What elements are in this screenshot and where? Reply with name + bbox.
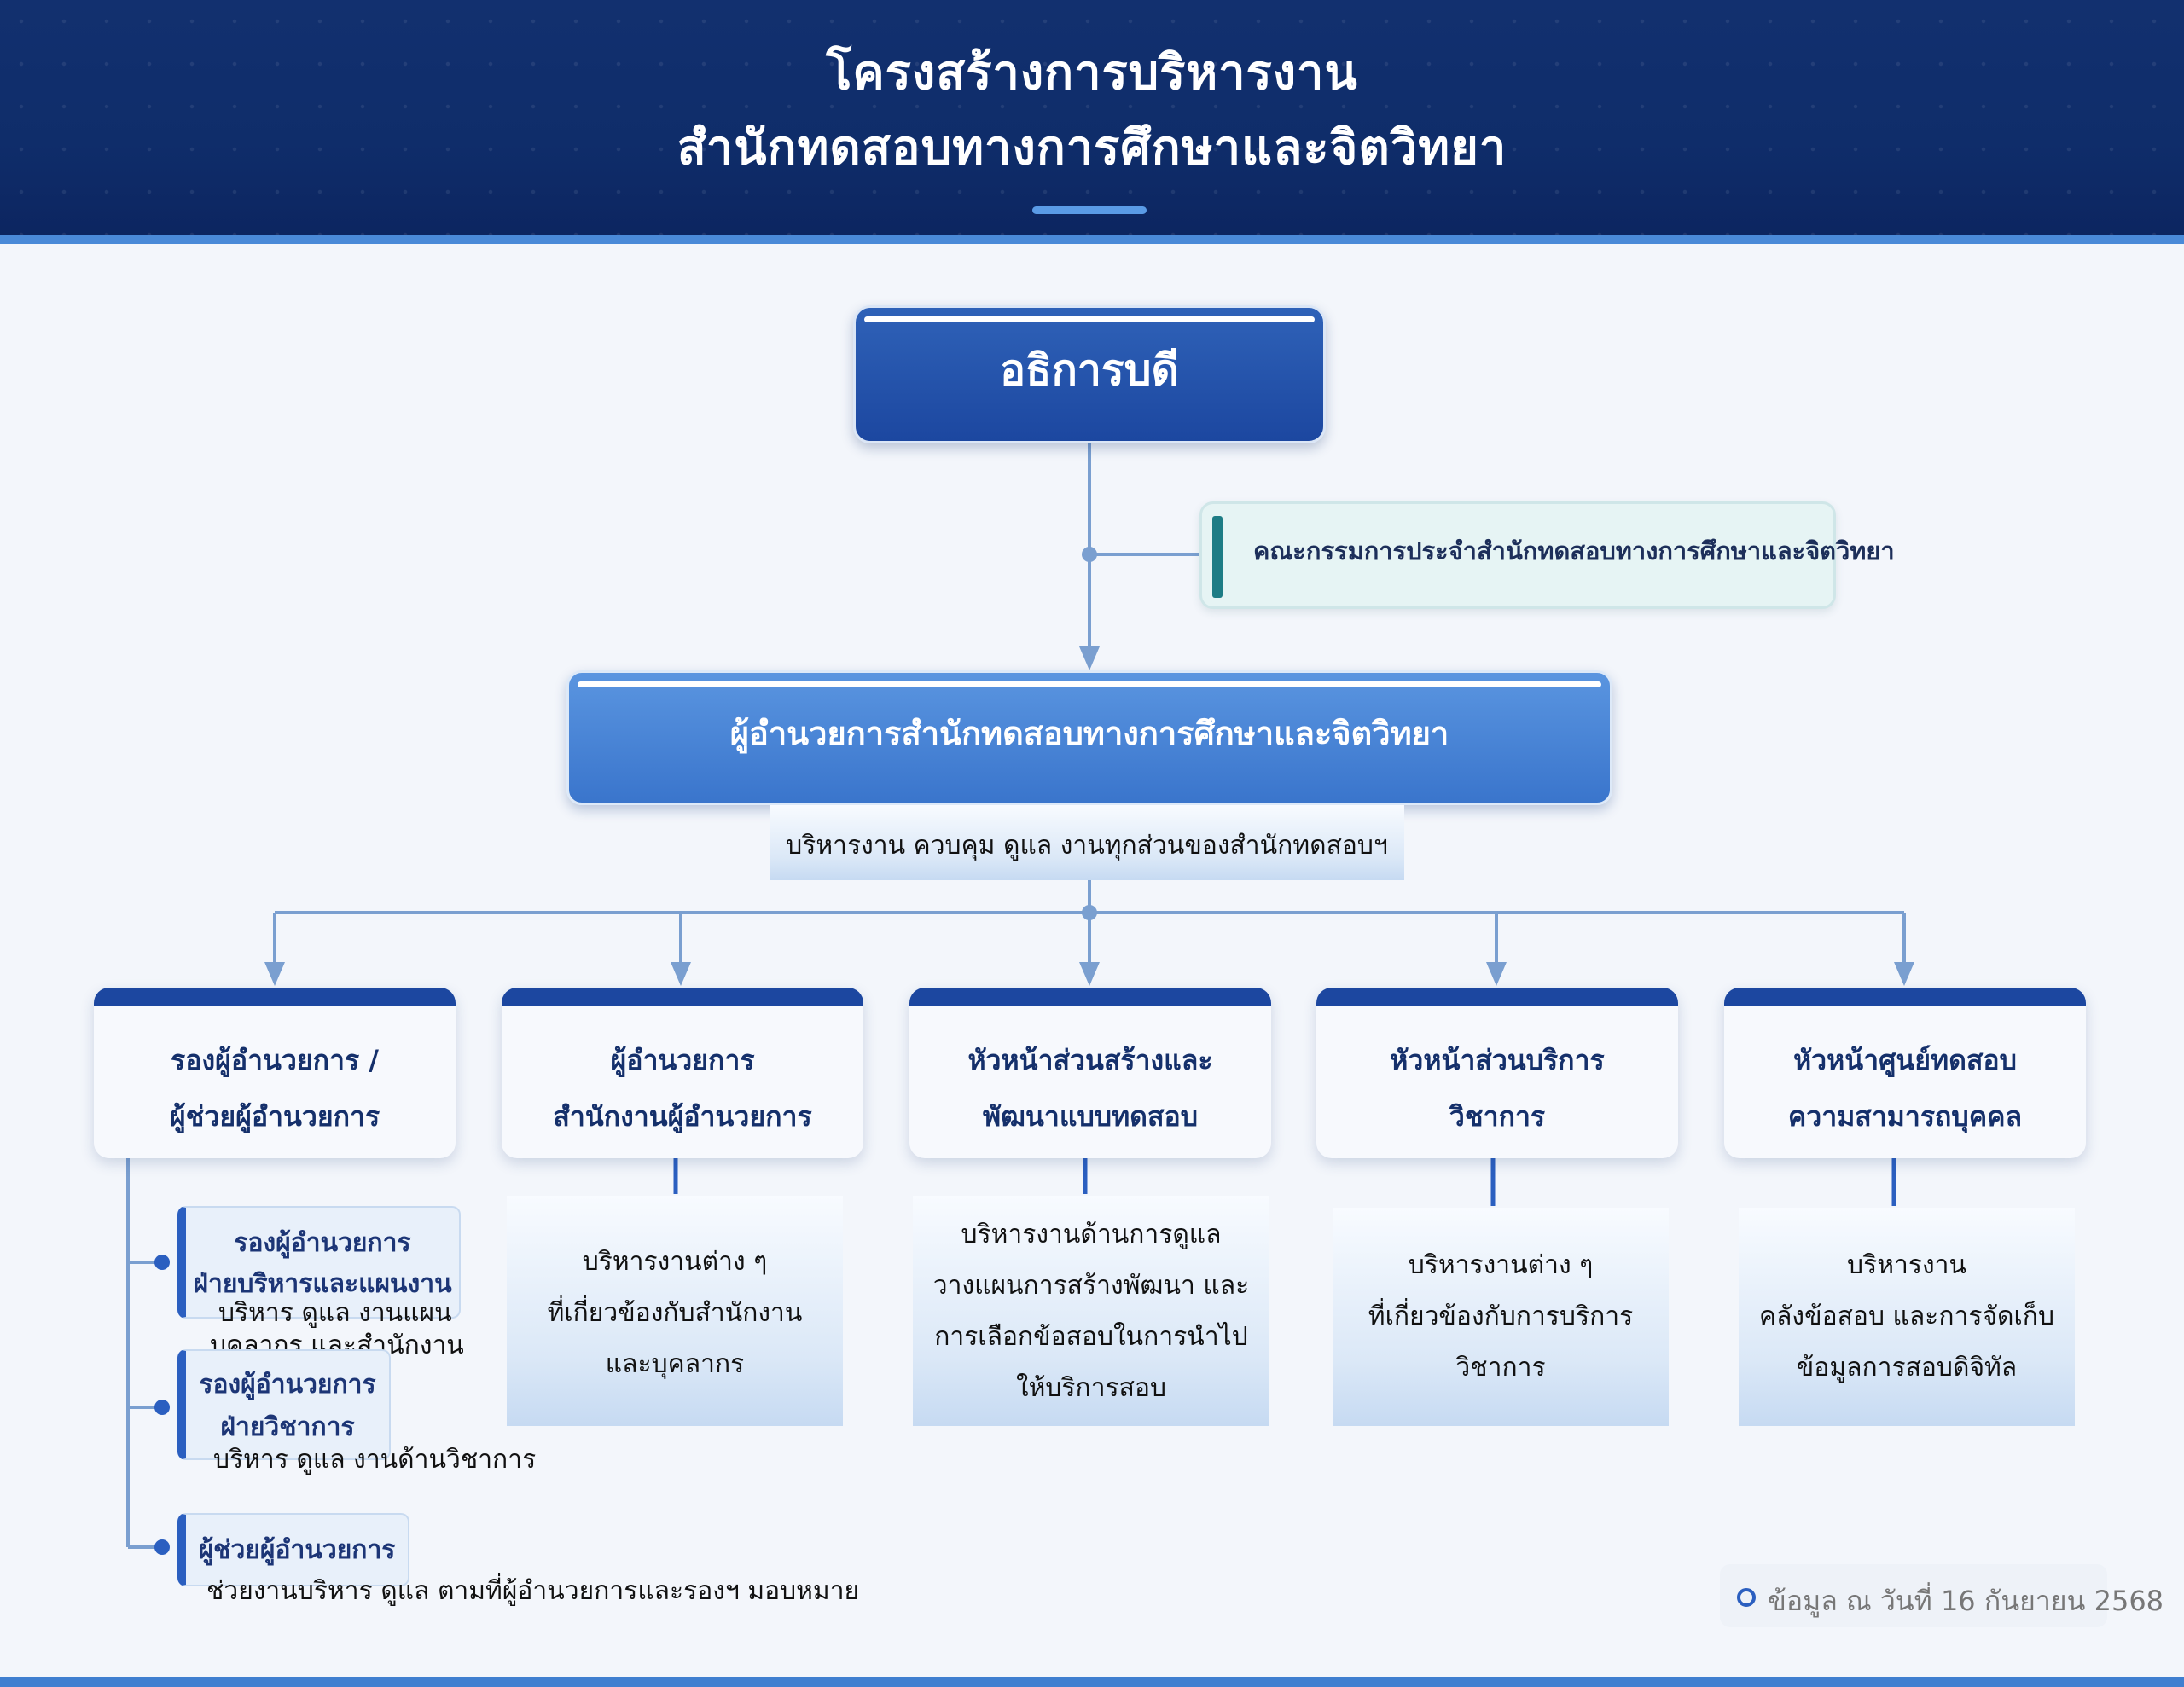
deputy-box-academic: รองผู้อำนวยการ ฝ่ายวิชาการ [177, 1349, 391, 1460]
unit-title-line2: วิชาการ [1449, 1100, 1546, 1133]
unit-title-line2: ความสามารถบุคคล [1787, 1100, 2023, 1133]
deputy-dot-1 [154, 1255, 170, 1270]
header-banner [0, 0, 2184, 239]
committee-accent-bar [1212, 516, 1223, 598]
description-line: บริหารงานต่าง ๆ [582, 1247, 768, 1277]
description-line: ที่เกี่ยวข้องกับการบริการ [1368, 1301, 1634, 1331]
description-line: คลังข้อสอบ และการจัดเก็บ [1758, 1301, 2054, 1331]
data-date-note: ข้อมูล ณ วันที่ 16 กันยายน 2568 [1720, 1564, 2164, 1627]
page-subtitle: สำนักทดสอบทางการศึกษาและจิตวิทยา [677, 120, 1507, 176]
deputy-box-assistant: ผู้ช่วยผู้อำนวยการ [177, 1513, 410, 1586]
arrow-col-1 [264, 962, 285, 986]
committee-box: คณะกรรมการประจำสำนักทดสอบทางการศึกษาและจ… [1199, 501, 1895, 609]
director-box: ผู้อำนวยการสำนักทดสอบทางการศึกษาและจิตวิ… [566, 670, 1612, 805]
arrow-col-3 [1079, 962, 1100, 986]
description-line: และบุคลากร [605, 1349, 745, 1379]
deputy-title-line: รองผู้อำนวยการ [199, 1370, 376, 1400]
bullet-circle-icon [1737, 1588, 1756, 1607]
unit-card-office-director: ผู้อำนวยการ สำนักงานผู้อำนวยการ [502, 988, 863, 1158]
unit-card-testing-center: หัวหน้าศูนย์ทดสอบ ความสามารถบุคคล [1724, 988, 2086, 1158]
arrow-director [1079, 646, 1100, 670]
director-general-label: อธิการบดี [1000, 345, 1179, 395]
unit-title-line2: พัฒนาแบบทดสอบ [982, 1100, 1199, 1133]
deputy-description: บริหาร ดูแล งานด้านวิชาการ [213, 1445, 537, 1475]
unit-description-testing-center: บริหารงาน คลังข้อสอบ และการจัดเก็บ ข้อมู… [1739, 1208, 2075, 1426]
unit-title-line2: ผู้ช่วยผู้อำนวยการ [169, 1100, 380, 1133]
page-title: โครงสร้างการบริหารงาน [826, 45, 1358, 101]
director-description: บริหารงาน ควบคุม ดูแล งานทุกส่วนของสำนัก… [786, 831, 1388, 861]
junction-dot-units [1082, 905, 1097, 920]
unit-title-line1: ผู้อำนวยการ [610, 1044, 755, 1076]
deputy-title-line: ผู้ช่วยผู้อำนวยการ [198, 1535, 396, 1565]
description-line: วางแผนการสร้างพัฒนา และ [932, 1271, 1250, 1301]
deputy-title-line: ฝ่ายบริหารและแผนงาน [193, 1269, 452, 1299]
description-line: บริหารงานด้านการดูแล [961, 1220, 1222, 1249]
deputy-dot-2 [154, 1400, 170, 1415]
unit-title-line1: หัวหน้าศูนย์ทดสอบ [1793, 1044, 2017, 1076]
junction-dot-committee [1082, 547, 1097, 562]
unit-description-test-development: บริหารงานด้านการดูแล วางแผนการสร้างพัฒนา… [913, 1196, 1269, 1426]
unit-description-office-director: บริหารงานต่าง ๆ ที่เกี่ยวข้องกับสำนักงาน… [507, 1196, 843, 1426]
unit-description-academic-services: บริหารงานต่าง ๆ ที่เกี่ยวข้องกับการบริกา… [1333, 1208, 1669, 1426]
deputy-title-line: ฝ่ายวิชาการ [220, 1412, 355, 1442]
director-label: ผู้อำนวยการสำนักทดสอบทางการศึกษาและจิตวิ… [729, 715, 1449, 752]
title-underline [1032, 206, 1147, 214]
unit-card-deputy: รองผู้อำนวยการ / ผู้ช่วยผู้อำนวยการ [94, 988, 456, 1158]
footer-divider [0, 1677, 2184, 1687]
unit-title-line2: สำนักงานผู้อำนวยการ [553, 1100, 812, 1133]
description-line: บริหารงาน [1847, 1250, 1966, 1280]
arrow-col-2 [671, 962, 691, 986]
description-line: ข้อมูลการสอบดิจิทัล [1796, 1353, 2018, 1383]
director-description-box: บริหารงาน ควบคุม ดูแล งานทุกส่วนของสำนัก… [770, 805, 1404, 880]
committee-label: คณะกรรมการประจำสำนักทดสอบทางการศึกษาและจ… [1253, 536, 1895, 565]
description-line: วิชาการ [1455, 1353, 1546, 1383]
header-divider [0, 235, 2184, 244]
deputy-description: บริหาร ดูแล งานแผน [218, 1298, 452, 1328]
arrow-col-5 [1894, 962, 1914, 986]
data-date-label: ข้อมูล ณ วันที่ 16 กันยายน 2568 [1768, 1585, 2164, 1617]
unit-card-test-development: หัวหน้าส่วนสร้างและ พัฒนาแบบทดสอบ [909, 988, 1271, 1158]
unit-title-line1: รองผู้อำนวยการ / [171, 1044, 379, 1076]
description-line: บริหารงานต่าง ๆ [1408, 1250, 1594, 1280]
unit-title-line1: หัวหน้าส่วนสร้างและ [967, 1044, 1213, 1076]
deputy-title-line: รองผู้อำนวยการ [234, 1228, 411, 1258]
arrow-col-4 [1486, 962, 1507, 986]
director-general-box: อธิการบดี [853, 305, 1326, 443]
unit-card-academic-services: หัวหน้าส่วนบริการ วิชาการ [1316, 988, 1678, 1158]
description-line: ที่เกี่ยวข้องกับสำนักงาน [547, 1298, 803, 1328]
unit-title-line1: หัวหน้าส่วนบริการ [1390, 1044, 1605, 1076]
deputy-description: ช่วยงานบริหาร ดูแล ตามที่ผู้อำนวยการและร… [206, 1576, 860, 1606]
description-line: การเลือกข้อสอบในการนำไป [934, 1322, 1248, 1352]
deputy-dot-3 [154, 1539, 170, 1555]
description-line: ให้บริการสอบ [1015, 1373, 1167, 1403]
deputy-box-admin: รองผู้อำนวยการ ฝ่ายบริหารและแผนงาน [177, 1206, 461, 1319]
